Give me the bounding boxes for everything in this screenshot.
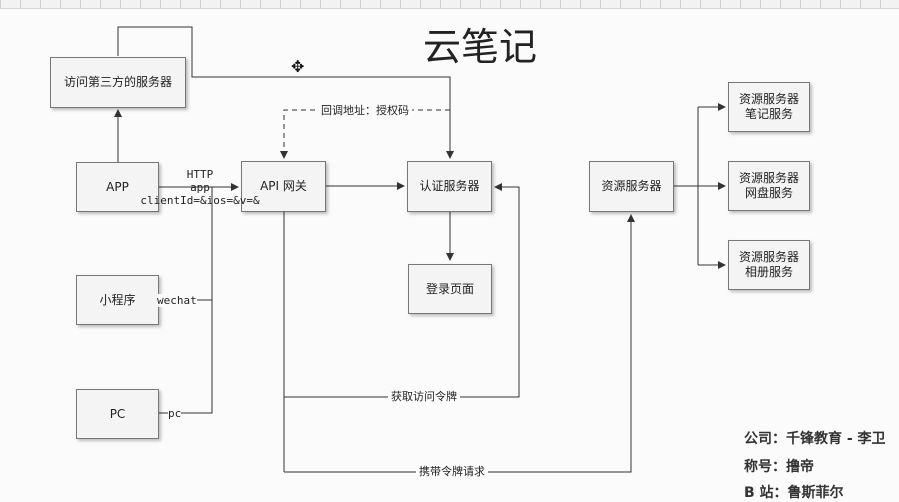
label-carry-token: 携带令牌请求 — [416, 465, 488, 478]
node-api-gateway[interactable]: API 网关 — [241, 161, 326, 212]
node-label: 访问第三方的服务器 — [63, 75, 172, 89]
label-http: HTTP — [186, 168, 214, 181]
node-label: 登录页面 — [425, 281, 474, 296]
footer-bstation: B 站：鲁斯菲尔 — [744, 485, 844, 501]
node-pc[interactable]: PC — [76, 389, 159, 439]
node-label: 资源服务器 — [601, 179, 662, 193]
edge-carry-token — [284, 214, 635, 473]
node-label-line2: 相册服务 — [744, 265, 793, 279]
node-resource-note[interactable]: 资源服务器 笔记服务 — [728, 82, 810, 132]
node-label: PC — [109, 406, 126, 421]
label-params: clientId=&ios=&v=& — [140, 194, 260, 207]
node-label-line2: 笔记服务 — [744, 107, 793, 121]
label-app: app — [190, 181, 210, 194]
node-label: APP — [106, 179, 129, 194]
node-login-page[interactable]: 登录页面 — [408, 264, 492, 314]
node-label-line1: 资源服务器 — [738, 171, 799, 185]
footer-company: 公司：千锋教育 - 李卫 — [744, 431, 886, 447]
node-label-line1: 资源服务器 — [738, 92, 799, 106]
node-label: API 网关 — [260, 179, 307, 193]
move-cursor-icon: ✥ — [291, 57, 305, 76]
edge-thirdparty-auth — [117, 26, 454, 159]
node-app[interactable]: APP — [76, 162, 159, 212]
node-mini-program[interactable]: 小程序 — [76, 275, 159, 325]
node-resource-server[interactable]: 资源服务器 — [589, 161, 674, 212]
label-wechat: wechat — [157, 294, 197, 307]
top-ruler — [0, 0, 899, 9]
node-label-line1: 资源服务器 — [738, 250, 799, 264]
node-auth-server[interactable]: 认证服务器 — [407, 161, 492, 212]
label-app-http: HTTP app clientId=&ios=&v=& — [140, 168, 260, 207]
node-label: 认证服务器 — [419, 179, 480, 193]
footer-nickname: 称号：撸帝 — [744, 459, 814, 475]
label-pc: pc — [168, 407, 182, 420]
edge-callback-dashed — [280, 109, 450, 159]
label-get-token: 获取访问令牌 — [388, 390, 460, 403]
node-resource-disk[interactable]: 资源服务器 网盘服务 — [728, 161, 810, 211]
label-callback: 回调地址：授权码 — [318, 104, 412, 117]
node-label: 小程序 — [99, 292, 136, 307]
diagram-title: 云笔记 — [422, 25, 537, 69]
node-resource-album[interactable]: 资源服务器 相册服务 — [728, 240, 810, 290]
node-third-party-server[interactable]: 访问第三方的服务器 — [50, 57, 186, 108]
node-label-line2: 网盘服务 — [744, 186, 793, 200]
